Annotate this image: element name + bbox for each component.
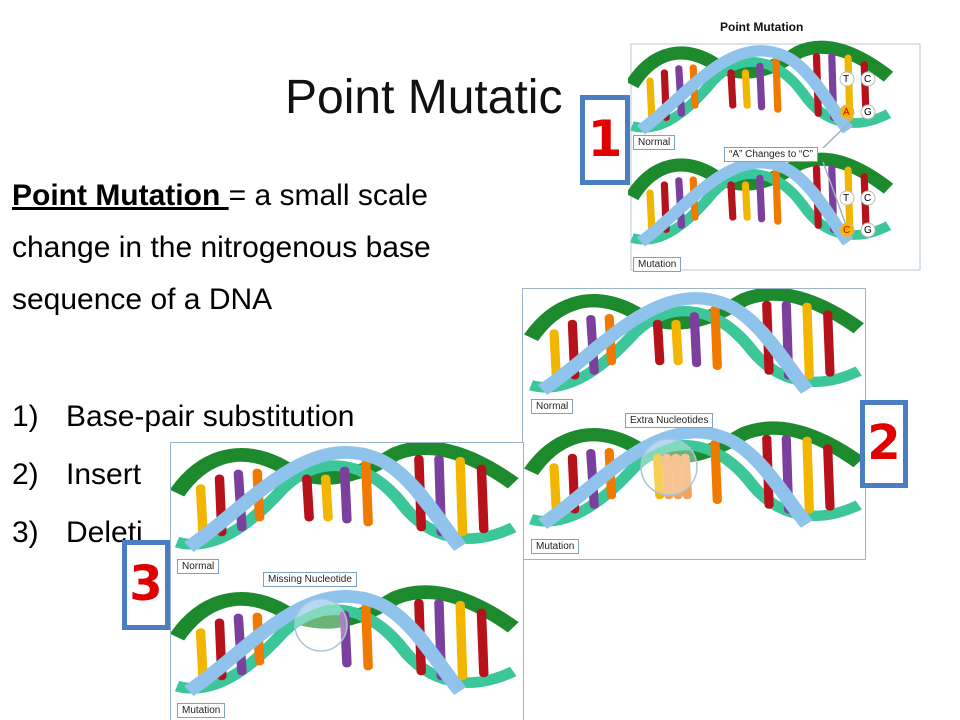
dna-helix-mutation — [524, 421, 864, 529]
figure-insertion: Normal Extra Nucleotides Mutation — [522, 288, 866, 560]
figure-1-normal-label: Normal — [633, 135, 676, 150]
figure-2-mutation-label: Mutation — [531, 539, 580, 554]
list-item-text: Base-pair substitution — [66, 400, 355, 433]
figure-1-art — [628, 14, 923, 272]
figure-deletion: Normal Missing Nucleotide Mutation — [170, 442, 524, 720]
base-circles — [839, 71, 876, 238]
figure-1-title: Point Mutation — [720, 20, 804, 34]
badge-2: 2 — [860, 400, 908, 488]
figure-3-art — [171, 443, 519, 696]
highlight-circle — [640, 438, 698, 496]
list-item: 1) Base-pair substitution — [12, 388, 355, 446]
figure-3-normal-label: Normal — [177, 559, 220, 574]
list-item-number: 1) — [12, 400, 39, 433]
dna-helix-mutation — [171, 585, 519, 696]
base-letter: T — [843, 193, 850, 204]
figure-2-normal-label: Normal — [531, 399, 574, 414]
figure-1-callout: “A” Changes to “C” — [724, 147, 818, 162]
figure-3-mutation-label: Mutation — [177, 703, 226, 718]
badge-3: 3 — [122, 540, 170, 630]
list-item-text: Insert — [66, 458, 142, 491]
base-letter: G — [864, 225, 872, 236]
dna-helix-normal — [524, 289, 864, 395]
list-item-number: 2) — [12, 458, 39, 491]
base-letter: A — [843, 107, 850, 118]
figure-1-mutation-label: Mutation — [633, 257, 682, 272]
figure-point-mutation: Point Mutation T C A G T C C G Normal “A… — [628, 14, 923, 272]
list-item: 2) Insert — [12, 446, 355, 504]
base-letter: C — [864, 74, 872, 85]
definition-text: = a small scale change in the nitrogenou… — [12, 179, 431, 316]
highlight-circle — [294, 598, 348, 652]
slide-title: Point Mutatic — [285, 71, 563, 124]
figure-3-callout: Missing Nucleotide — [263, 572, 357, 587]
definition-term: Point Mutation — [12, 179, 229, 212]
base-letter: G — [864, 107, 872, 118]
dna-helix-normal — [628, 40, 894, 135]
list-item-number: 3) — [12, 516, 39, 549]
dna-helix-normal — [171, 443, 519, 552]
figure-2-art — [524, 289, 864, 529]
badge-1: 1 — [580, 95, 630, 185]
base-letter: C — [864, 193, 872, 204]
mutation-type-list: 1)Base-pair substitution 2)Insert 3)Dele… — [12, 388, 355, 562]
base-letter: T — [843, 74, 850, 85]
base-letter: C — [843, 225, 851, 236]
figure-2-callout: Extra Nucleotides — [625, 413, 714, 428]
definition-paragraph: Point Mutation = a small scale change in… — [12, 170, 502, 326]
